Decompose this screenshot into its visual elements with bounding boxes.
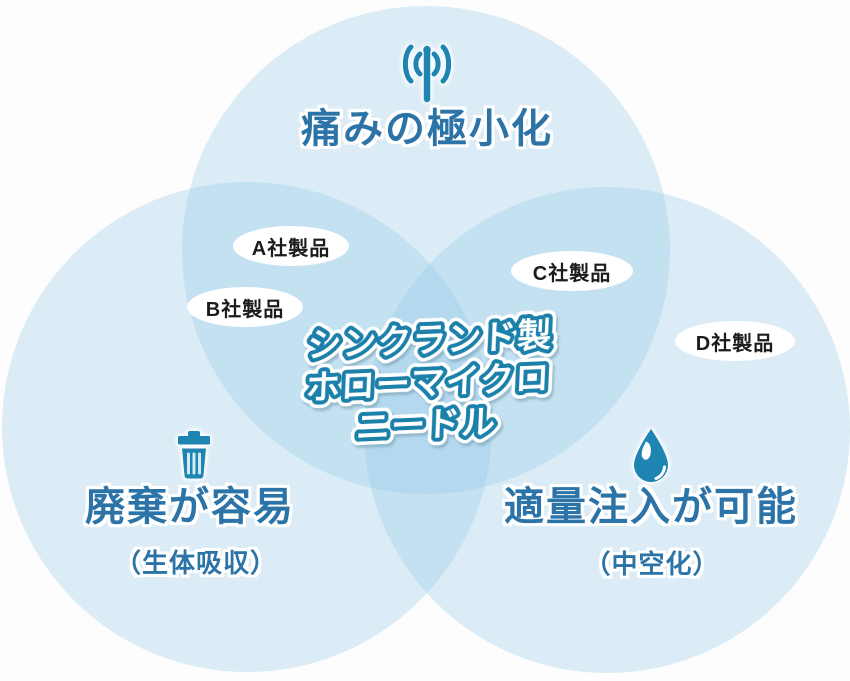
center-line2: ホローマイクロ (305, 359, 551, 408)
proper-injection-title: 適量注入が可能 (504, 485, 798, 529)
product-d-oval: D社製品 (675, 321, 795, 361)
product-c-label: C社製品 (532, 262, 612, 285)
pain-minimization-title: 痛みの極小化 (301, 107, 553, 151)
center-product-title: シンクランド製 ホローマイクロ ニードル シンクランド製 ホローマイクロ ニード… (298, 309, 561, 455)
bioabsorption-subtitle: （生体吸収） (114, 548, 278, 578)
antenna-icon (399, 42, 455, 109)
product-a-label: A社製品 (251, 237, 331, 260)
product-b-label: B社製品 (205, 298, 285, 321)
venn-circle-disposal (2, 182, 492, 672)
product-d-label: D社製品 (695, 332, 775, 355)
droplet-icon (630, 427, 672, 489)
easy-disposal-title: 廃棄が容易 (85, 485, 295, 529)
center-line1: シンクランド製 (307, 317, 553, 366)
product-a-oval: A社製品 (233, 226, 349, 266)
center-line3: ニードル (355, 403, 496, 447)
product-b-oval: B社製品 (187, 287, 303, 327)
hollow-subtitle: （中空化） (584, 549, 720, 579)
trash-icon (171, 429, 217, 487)
product-c-oval: C社製品 (511, 251, 633, 291)
